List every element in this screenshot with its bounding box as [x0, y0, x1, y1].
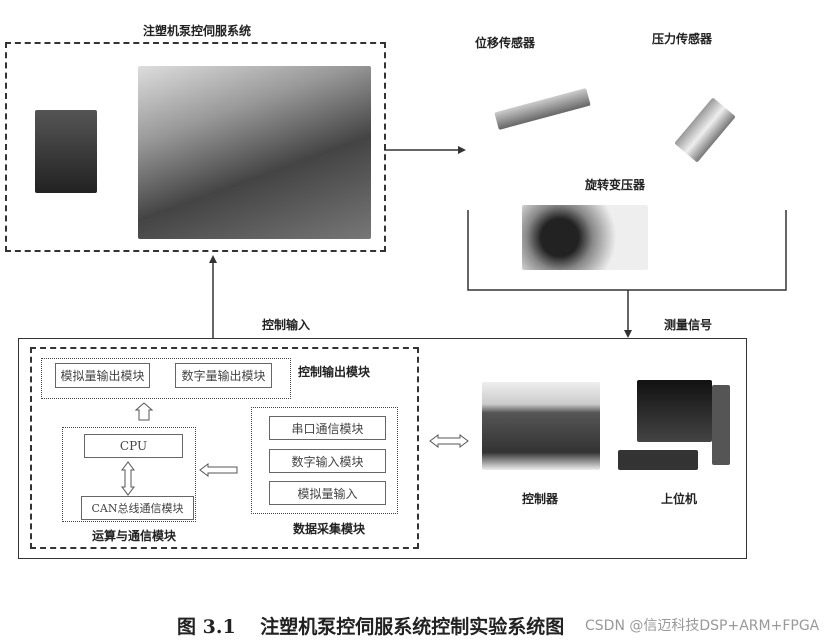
controller-label: 控制器: [522, 492, 559, 506]
controller-photo: [482, 382, 600, 470]
system-title: 注塑机泵控伺服系统: [143, 24, 252, 38]
can-bus-module: CAN总线通信模块: [81, 496, 194, 520]
host-pc-keyboard-photo: [618, 450, 698, 470]
resolver-photo: [522, 205, 648, 270]
injection-machine-photo: [138, 66, 371, 239]
host-pc-label: 上位机: [661, 492, 698, 506]
pressure-sensor-label: 压力传感器: [652, 32, 713, 46]
displacement-sensor-label: 位移传感器: [475, 36, 536, 50]
measure-signal-label: 测量信号: [664, 318, 713, 332]
control-system-box: [18, 338, 747, 559]
output-module-group: [41, 358, 291, 399]
figure-caption: 图 3.1 注塑机泵控伺服系统控制实验系统图: [177, 612, 564, 639]
injection-machine-system-box: [5, 42, 386, 252]
caption-text: 注塑机泵控伺服系统控制实验系统图: [260, 616, 565, 638]
analog-input-module: 模拟量输入: [269, 481, 386, 505]
servo-drive-photo: [35, 110, 97, 193]
host-pc-monitor-photo: [637, 380, 712, 442]
output-group-label: 控制输出模块: [298, 365, 371, 379]
cpu-box: CPU: [84, 434, 183, 458]
control-input-label: 控制输入: [262, 318, 311, 332]
acquisition-group-label: 数据采集模块: [293, 522, 366, 536]
acquisition-group: [251, 407, 398, 514]
compute-group-label: 运算与通信模块: [92, 529, 177, 543]
digital-input-module: 数字输入模块: [269, 449, 386, 473]
caption-number: 图 3.1: [177, 616, 236, 638]
digital-output-module: 数字量输出模块: [175, 363, 272, 388]
resolver-label: 旋转变压器: [585, 178, 646, 192]
watermark: CSDN @信迈科技DSP+ARM+FPGA: [585, 618, 820, 634]
analog-output-module: 模拟量输出模块: [55, 363, 150, 388]
serial-comm-module: 串口通信模块: [269, 416, 386, 440]
compute-group: [62, 427, 196, 522]
host-pc-tower-photo: [712, 385, 730, 465]
controller-internal-box: [30, 347, 419, 549]
